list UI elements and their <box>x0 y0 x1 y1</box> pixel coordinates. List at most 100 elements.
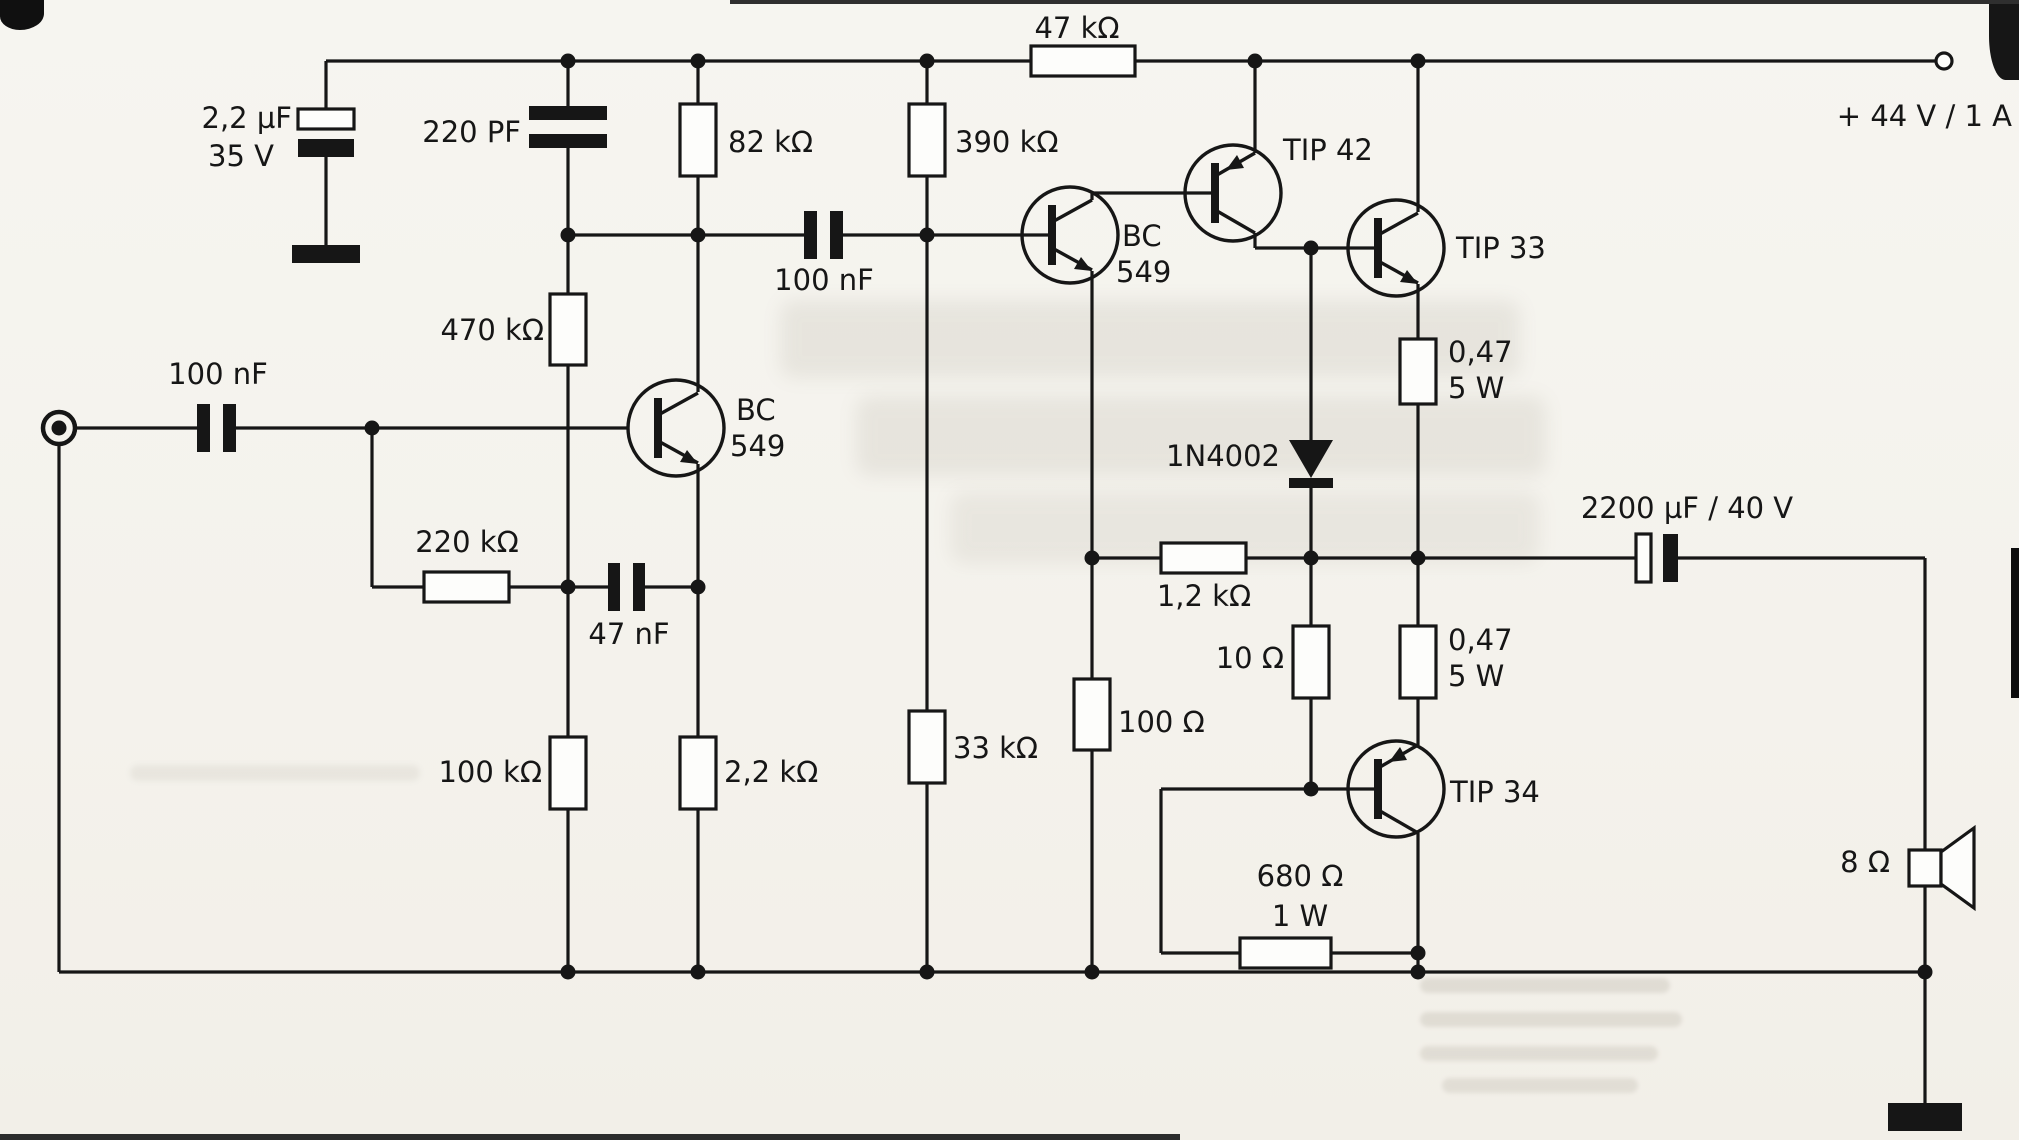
capacitor-plate <box>830 211 843 259</box>
terminal-bar <box>292 245 360 263</box>
resistor-047-upper: 0,47 5 W <box>1398 335 1513 406</box>
collector-lead <box>1379 809 1419 835</box>
speaker-driver <box>1907 848 1943 888</box>
junction-dot <box>690 964 706 980</box>
diode-1n4002-label: 1N4002 <box>1166 439 1280 473</box>
capacitor-220pf: 220 PF <box>422 106 607 149</box>
ground-bar <box>1888 1103 1962 1131</box>
transistor-body <box>1020 185 1120 285</box>
supply-label: + 44 V / 1 A <box>1837 99 2012 133</box>
resistor-390k-label: 390 kΩ <box>955 125 1059 159</box>
junction-dot <box>1247 53 1263 69</box>
bleed-through-artifact <box>1442 1078 1638 1093</box>
resistor-680r: 680 Ω 1 W <box>1238 859 1344 970</box>
speaker-label: 8 Ω <box>1840 845 1890 879</box>
resistor-100k-label: 100 kΩ <box>438 755 542 789</box>
capacitor-220pf-label: 220 PF <box>422 115 521 149</box>
resistor-10r: 10 Ω <box>1216 624 1331 700</box>
transistor-q1-bc549: BC 549 <box>626 378 785 478</box>
capacitor-2u2-label: 2,2 µF <box>202 101 292 135</box>
emitter-arrow <box>1226 155 1244 170</box>
capacitor-100nf-coupling-label: 100 nF <box>774 263 874 297</box>
scan-artifact-top-right <box>1989 0 2019 80</box>
bleed-through-artifact <box>130 765 420 781</box>
capacitor-plate <box>298 139 354 157</box>
capacitor-plate <box>608 563 620 611</box>
resistor-390k: 390 kΩ <box>907 102 1059 178</box>
capacitor-100nf-input-label: 100 nF <box>168 357 268 391</box>
transistor-q2-label-line2: 549 <box>1116 255 1171 289</box>
transistor-tip33: TIP 33 <box>1346 198 1546 298</box>
junction-dot <box>1410 945 1426 961</box>
resistor-82k-label: 82 kΩ <box>728 125 813 159</box>
resistor-100r: 100 Ω <box>1072 677 1205 752</box>
speaker: 8 Ω <box>1840 824 1976 912</box>
emitter-arrow <box>1074 257 1092 271</box>
junction-dot <box>364 420 380 436</box>
capacitor-47nf: 47 nF <box>588 563 670 651</box>
junction-dot <box>1084 550 1100 566</box>
resistor-82k: 82 kΩ <box>678 102 813 178</box>
junction-dot <box>1410 964 1426 980</box>
resistor-680r-label: 680 Ω <box>1257 859 1344 893</box>
resistor-047-lower-label: 0,47 <box>1448 623 1513 657</box>
scan-artifact-top-edge <box>730 0 2019 4</box>
capacitor-plate <box>197 404 210 452</box>
resistor-10r-label: 10 Ω <box>1216 641 1284 675</box>
junction-dot <box>690 579 706 595</box>
resistor-100r-label: 100 Ω <box>1118 705 1205 739</box>
resistor-220k-label: 220 kΩ <box>415 525 519 559</box>
capacitor-plate <box>223 404 236 452</box>
resistor-1k2: 1,2 kΩ <box>1157 541 1251 613</box>
junction-dot <box>690 227 706 243</box>
transistor-tip34: TIP 34 <box>1346 739 1540 839</box>
resistor-047-lower-body <box>1398 624 1438 700</box>
transistor-body <box>626 378 726 478</box>
resistor-82k-body <box>678 102 718 178</box>
emitter-arrow <box>680 450 698 464</box>
capacitor-100nf-input: 100 nF <box>168 357 268 452</box>
speaker-horn <box>1939 824 1976 912</box>
junction-dot <box>1084 964 1100 980</box>
resistor-33k-body <box>907 709 947 785</box>
resistor-470k: 470 kΩ <box>440 292 588 367</box>
resistor-047-lower-power: 5 W <box>1448 659 1504 693</box>
scan-artifact-top-left <box>0 0 44 30</box>
transistor-q2-bc549: BC 549 <box>1020 185 1171 289</box>
capacitor-2u2-voltage: 35 V <box>208 139 274 173</box>
resistor-47k-body <box>1029 44 1137 78</box>
junction-dot <box>919 227 935 243</box>
transistor-tip42: TIP 42 <box>1183 133 1373 243</box>
bleed-through-artifact <box>856 396 1546 476</box>
scan-artifact-right-edge <box>2011 548 2019 698</box>
resistor-220k-body <box>422 570 511 604</box>
capacitor-2u2-electrolytic: 2,2 µF 35 V <box>202 101 360 263</box>
diode-1n4002: 1N4002 <box>1166 439 1333 488</box>
junction-dot <box>919 964 935 980</box>
supply-terminal: + 44 V / 1 A <box>1837 51 2012 133</box>
capacitor-2200uf-label: 2200 µF / 40 V <box>1581 491 1793 525</box>
bleed-through-artifact <box>1420 1046 1658 1061</box>
junction-dot <box>1917 964 1933 980</box>
resistor-390k-body <box>907 102 947 178</box>
collector-lead <box>1053 198 1093 223</box>
capacitor-plate <box>804 211 817 259</box>
resistor-47k: 47 kΩ <box>1029 11 1137 78</box>
resistor-33k: 33 kΩ <box>907 709 1038 785</box>
transistor-body <box>1346 739 1446 839</box>
supply-terminal-ring <box>1934 51 1954 71</box>
resistor-470k-body <box>548 292 588 367</box>
resistor-2k2-label: 2,2 kΩ <box>724 755 818 789</box>
scan-artifact-bottom-edge <box>0 1134 1180 1140</box>
junction-dot <box>560 579 576 595</box>
resistor-1k2-label: 1,2 kΩ <box>1157 579 1251 613</box>
collector-lead <box>1379 211 1419 236</box>
bleed-through-artifact <box>1420 1012 1682 1027</box>
collector-lead <box>1216 209 1256 235</box>
input-terminal-dot <box>51 420 67 436</box>
resistor-10r-body <box>1291 624 1331 700</box>
input-terminal <box>40 409 78 447</box>
capacitor-plate <box>1634 532 1653 584</box>
junction-dot <box>919 53 935 69</box>
